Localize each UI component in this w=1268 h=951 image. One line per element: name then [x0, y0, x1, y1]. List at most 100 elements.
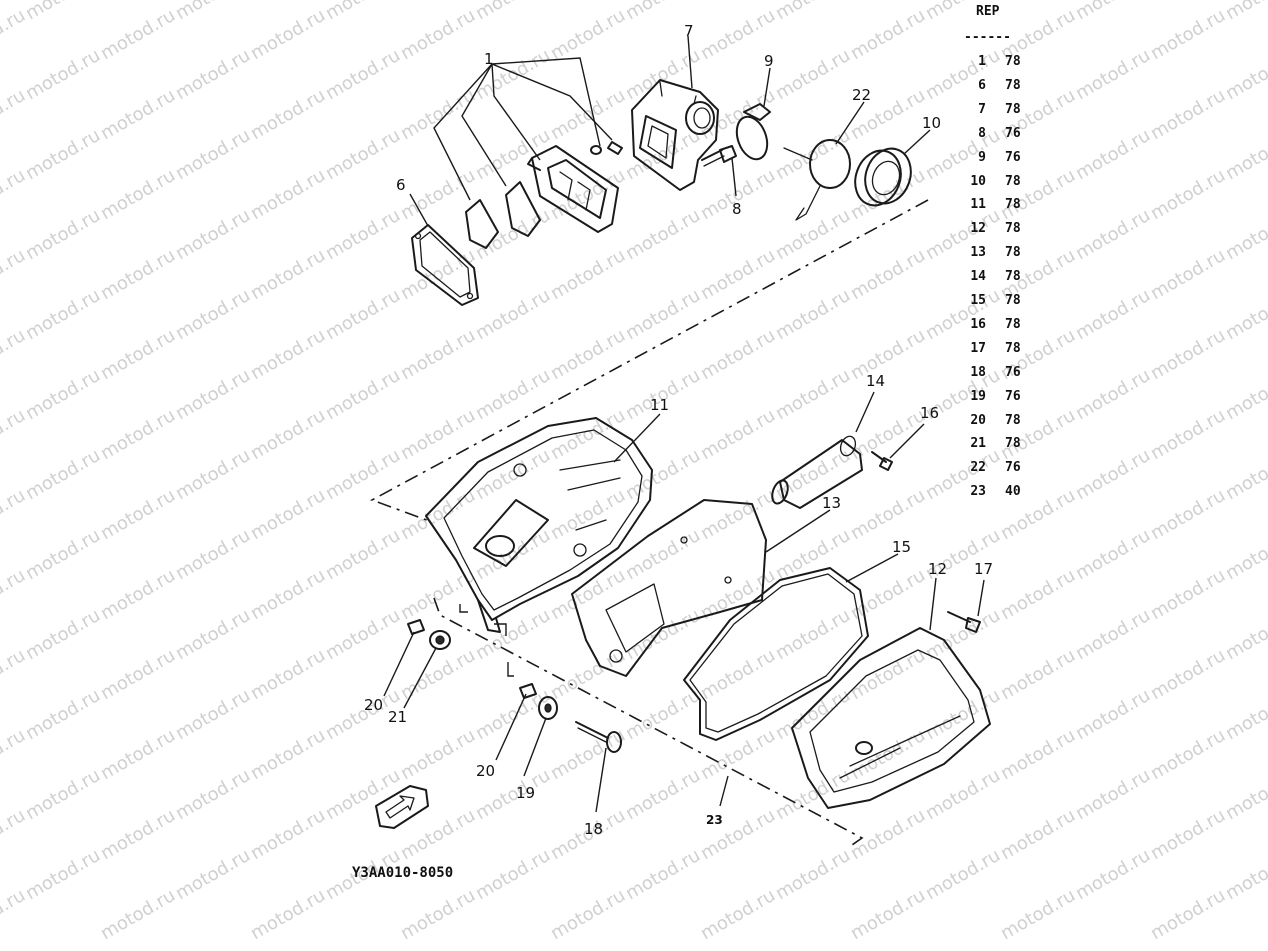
- reference-value: 78: [1005, 54, 1021, 69]
- case-cover-part-12: [791, 627, 991, 809]
- reference-value: 78: [1005, 340, 1021, 356]
- watermark-text: motod.ru: [847, 245, 929, 304]
- watermark-text: motod.ru: [847, 645, 929, 704]
- callout-11: 11: [650, 396, 669, 414]
- watermark-text: motod.ru: [247, 165, 329, 224]
- callout-12: 12: [928, 560, 947, 578]
- bracket-marks: [459, 604, 514, 677]
- watermark-text: motod.ru: [97, 325, 179, 384]
- intake-duct-part-14: [771, 435, 863, 509]
- reference-number: 17: [970, 340, 986, 356]
- watermark-text: motod.ru: [622, 605, 704, 664]
- reference-value: 76: [1005, 364, 1021, 380]
- watermark-text: motod.ru: [472, 285, 554, 344]
- reed-screws: [590, 141, 623, 155]
- watermark-text: motod.ru: [322, 0, 404, 24]
- bolt-part-8: [701, 145, 737, 167]
- watermark-text: motod.ru: [547, 485, 629, 544]
- watermark-text: motod.ru: [847, 885, 929, 944]
- watermark-text: motod.ru: [397, 645, 479, 704]
- watermark-text: motod.ru: [1147, 245, 1229, 304]
- watermark-text: motod.ru: [22, 205, 104, 264]
- reference-value: 78: [1005, 173, 1021, 189]
- watermark-text: motod.ru: [0, 85, 29, 144]
- watermark-text: motod.ru: [172, 365, 254, 424]
- watermark-text: motod.ru: [247, 5, 329, 64]
- watermark-text: motod.ru: [247, 805, 329, 864]
- reference-value: 78: [1005, 77, 1021, 93]
- watermark-text: motod.ru: [1072, 685, 1154, 744]
- watermark-text: motod.ru: [97, 725, 179, 784]
- reference-value: 78: [1005, 436, 1021, 452]
- watermark-text: motod.ru: [247, 245, 329, 304]
- watermark-text: motod.ru: [97, 805, 179, 864]
- watermark-text: motod.ru: [772, 845, 854, 904]
- watermark-text: motod.ru: [1072, 445, 1154, 504]
- watermark-text: motod.ru: [97, 885, 179, 944]
- watermark-text: motod.ru: [1222, 0, 1268, 24]
- reference-number: 20: [970, 412, 986, 428]
- watermark-text: motod.ru: [622, 445, 704, 504]
- watermark-text: motod.ru: [397, 325, 479, 384]
- watermark-text: motod.ru: [22, 0, 104, 24]
- watermark-text: motod.ru: [622, 285, 704, 344]
- watermark-text: motod.ru: [1147, 85, 1229, 144]
- watermark-text: motod.ru: [22, 365, 104, 424]
- reference-number: 14: [970, 269, 986, 285]
- callout-15: 15: [892, 538, 911, 556]
- watermark-text: motod.ru: [172, 605, 254, 664]
- watermark-text: motod.ru: [547, 645, 629, 704]
- watermark-text: motod.ru: [1072, 605, 1154, 664]
- watermark-text: motod.ru: [322, 445, 404, 504]
- watermark-text: motod.ru: [0, 805, 29, 864]
- watermark-text: motod.ru: [97, 85, 179, 144]
- watermark-text: motod.ru: [0, 245, 29, 304]
- spring-part-22: [783, 139, 851, 221]
- watermark-text: motod.ru: [697, 645, 779, 704]
- drawing-code: Y3AA010-8050: [352, 865, 453, 881]
- reference-number: 1: [978, 54, 986, 69]
- reference-value: 78: [1005, 197, 1021, 213]
- watermark-text: motod.ru: [97, 245, 179, 304]
- watermark-text: motod.ru: [172, 205, 254, 264]
- callout-10: 10: [922, 114, 941, 132]
- watermark-text: motod.ru: [772, 0, 854, 24]
- callout-1: 1: [484, 50, 494, 68]
- reed-valve-block: [527, 145, 619, 233]
- grommet-part-20b: [519, 683, 537, 699]
- watermark-text: motod.ru: [172, 285, 254, 344]
- watermark-text: motod.ru: [97, 5, 179, 64]
- reference-value: 78: [1005, 221, 1021, 237]
- watermark-text: motod.ru: [22, 285, 104, 344]
- watermark-text: motod.ru: [172, 845, 254, 904]
- reed-petals: [465, 181, 541, 249]
- reference-number: 15: [970, 293, 986, 308]
- watermark-text: motod.ru: [1072, 845, 1154, 904]
- watermark-text: motod.ru: [697, 325, 779, 384]
- assembly-boundary-lines: [370, 199, 929, 846]
- callout-22: 22: [852, 86, 871, 104]
- watermark-text: motod.ru: [847, 325, 929, 384]
- watermark-text: motod.ru: [22, 45, 104, 104]
- watermark-text: motod.ru: [0, 885, 29, 944]
- reference-value: 78: [1005, 412, 1021, 428]
- watermark-text: motod.ru: [622, 45, 704, 104]
- callout-21: 21: [388, 708, 407, 726]
- watermark-text: motod.ru: [1147, 565, 1229, 624]
- watermark-text: motod.ru: [547, 245, 629, 304]
- watermark-text: motod.ru: [622, 205, 704, 264]
- watermark-text: motod.ru: [1072, 205, 1154, 264]
- reference-value: 78: [1005, 293, 1021, 308]
- front-direction-arrow-icon: [375, 785, 429, 829]
- watermark-text: motod.ru: [697, 405, 779, 464]
- callout-6: 6: [396, 176, 406, 194]
- hose-clamp-part-9: [735, 103, 771, 161]
- watermark-text: motod.ru: [97, 405, 179, 464]
- watermark-text: motod.ru: [772, 365, 854, 424]
